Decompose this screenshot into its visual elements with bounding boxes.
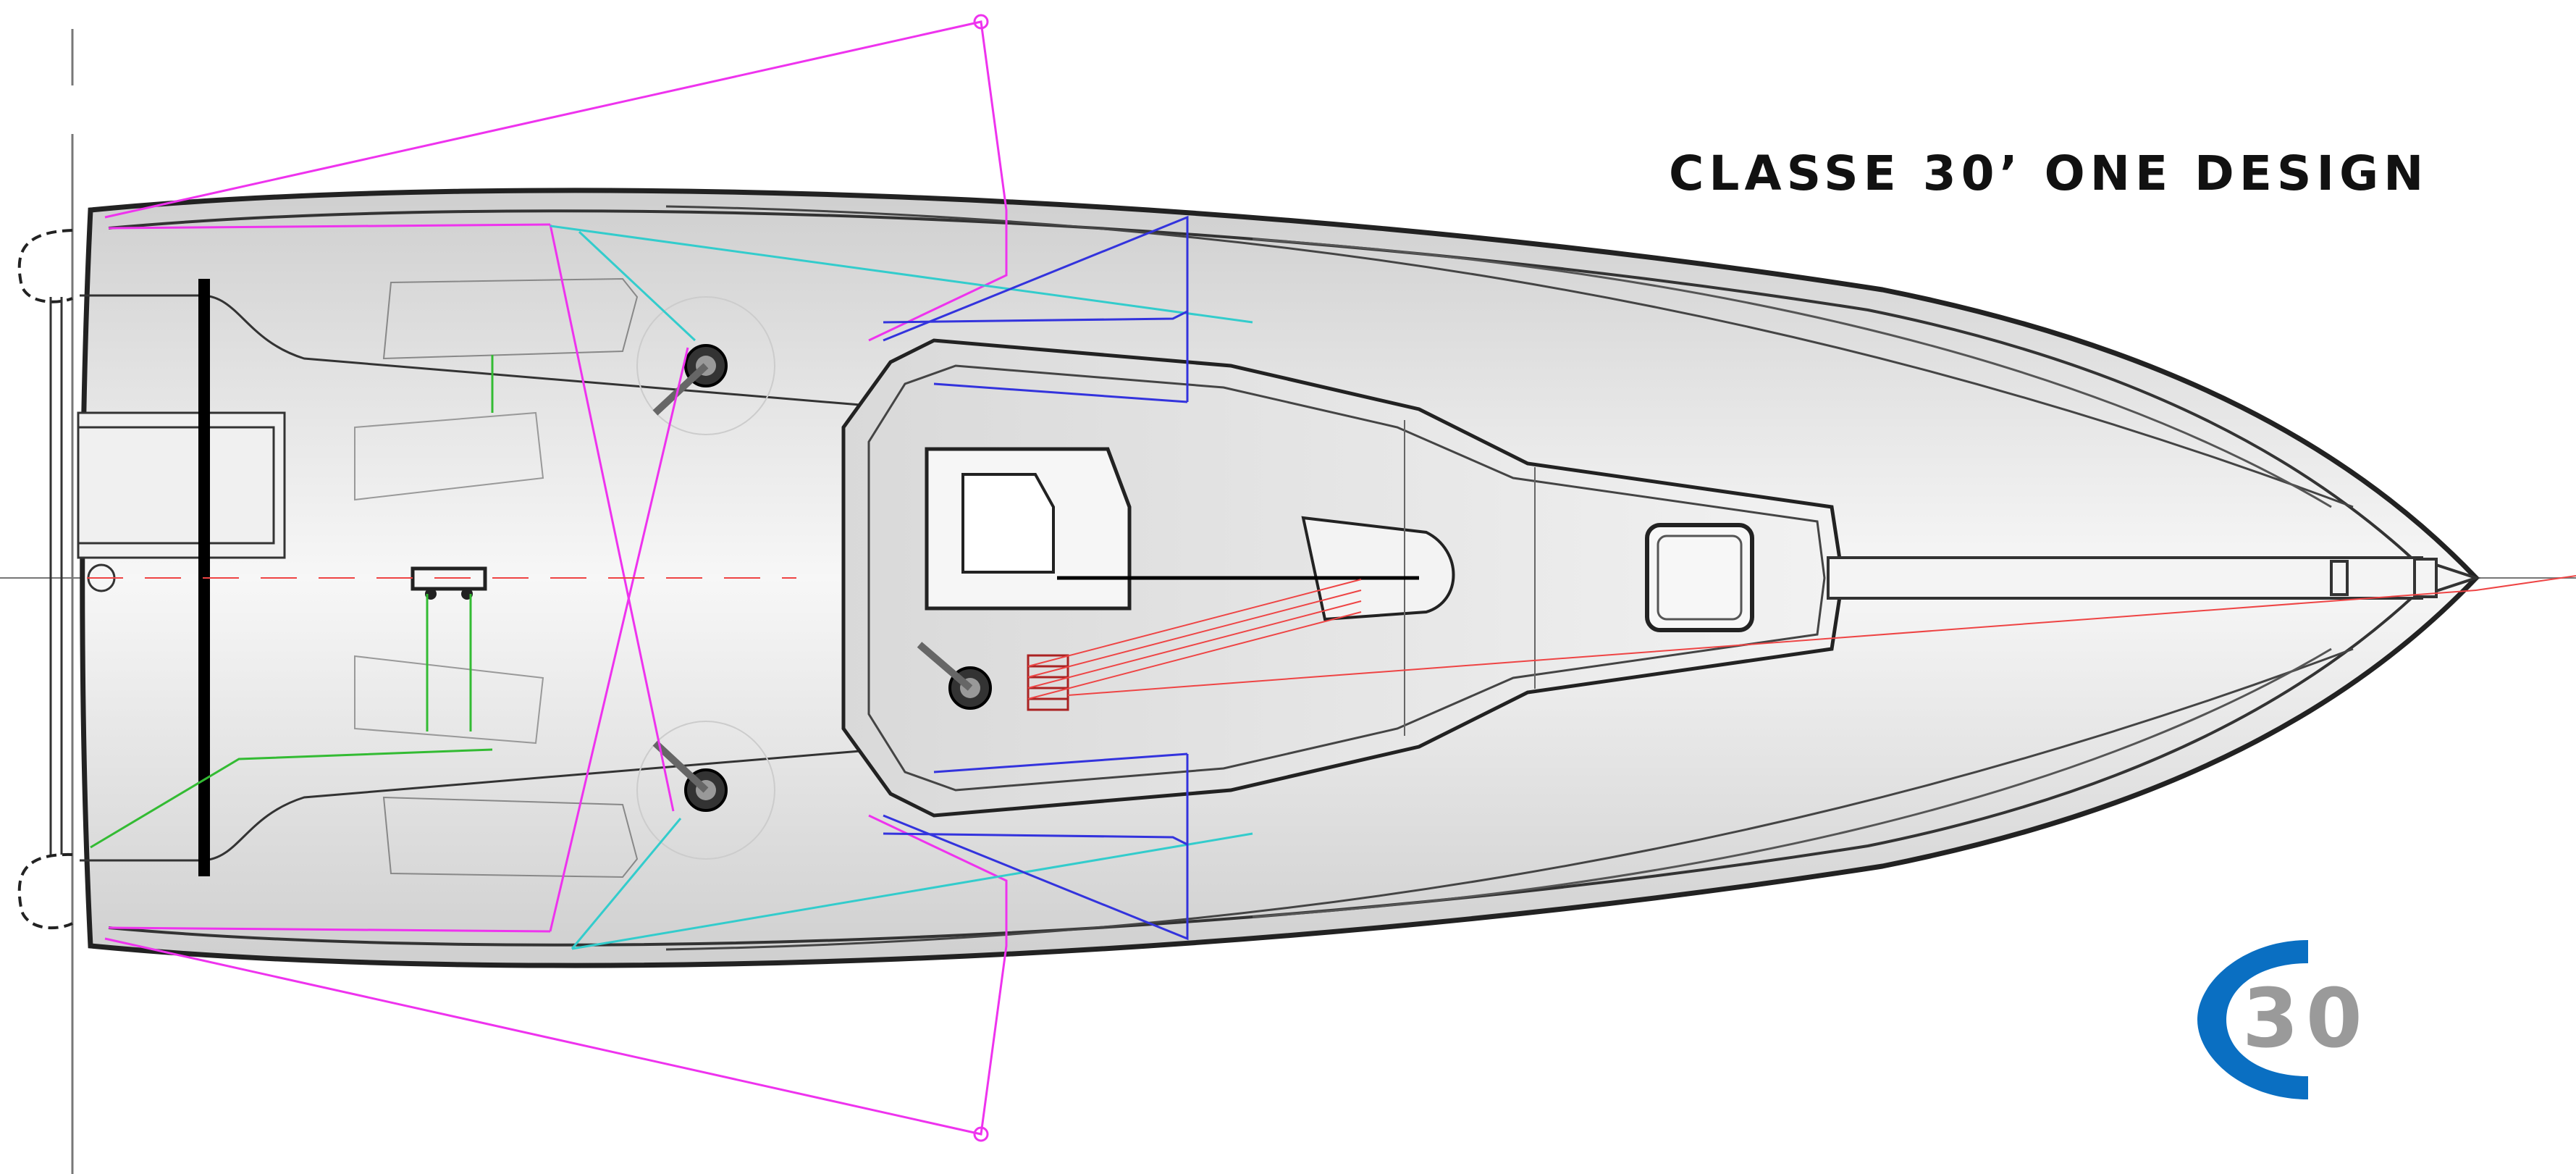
deck-rail-starboard bbox=[1252, 647, 2332, 918]
deck-rail-port bbox=[1252, 238, 2332, 508]
winches bbox=[652, 344, 992, 812]
companionway-hatch bbox=[961, 473, 1055, 574]
cyan-control-lines bbox=[550, 225, 1253, 950]
transom-fittings bbox=[17, 229, 73, 930]
coachroof-inner bbox=[867, 364, 1826, 792]
red-control-lines bbox=[87, 575, 2576, 700]
bowsprit-collar bbox=[2330, 560, 2349, 596]
logo-number: 30 bbox=[2242, 972, 2370, 1066]
seat-outline-port bbox=[354, 411, 544, 501]
winch-handle-port bbox=[652, 363, 709, 416]
transom-seat bbox=[77, 411, 286, 559]
pushpit-port bbox=[17, 229, 73, 303]
winch-area-port bbox=[636, 296, 775, 435]
magenta-sheet-lines bbox=[104, 14, 1008, 1142]
seat-outline-starboard bbox=[354, 655, 544, 745]
design-title: CLASSE 30’ ONE DESIGN bbox=[1669, 146, 2428, 201]
green-control-lines bbox=[90, 355, 494, 849]
cockpit-coaming-port bbox=[80, 294, 913, 436]
cockpit-locker-port bbox=[382, 277, 639, 360]
logo-c-shape bbox=[2197, 940, 2308, 1099]
pushpit-starboard bbox=[17, 852, 73, 930]
mast-step-hood bbox=[1301, 516, 1455, 621]
bow-fitting bbox=[2413, 558, 2438, 598]
toe-rail-inner-port bbox=[665, 205, 2354, 508]
winch-area-starboard bbox=[636, 721, 775, 860]
forward-hatch bbox=[1645, 523, 1754, 632]
cockpit bbox=[77, 277, 913, 879]
toe-rail-inner-starboard bbox=[665, 647, 2354, 951]
blue-control-lines bbox=[883, 215, 1189, 941]
cockpit-locker-starboard bbox=[382, 796, 639, 879]
winch-handle-cabin bbox=[917, 642, 973, 691]
transom-seat-inner bbox=[77, 426, 275, 545]
winch-handle-starboard bbox=[652, 740, 709, 793]
bow-fitting-tip bbox=[2435, 563, 2481, 593]
rope-clutches bbox=[1027, 654, 1069, 711]
bowsprit bbox=[1827, 556, 2481, 600]
cockpit-coaming-starboard bbox=[80, 720, 913, 862]
forward-hatch-inner bbox=[1657, 534, 1743, 621]
c30-logo: 30 bbox=[2197, 940, 2370, 1099]
